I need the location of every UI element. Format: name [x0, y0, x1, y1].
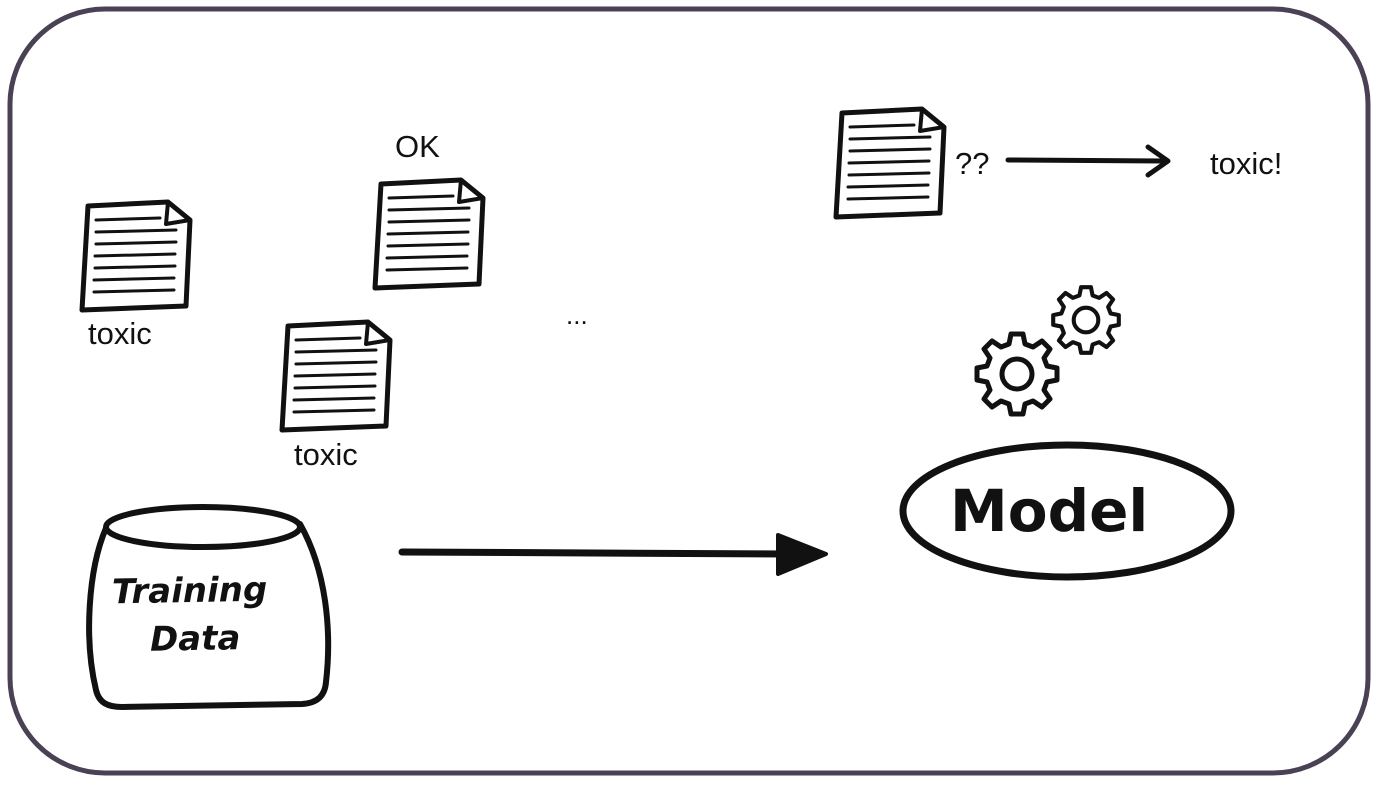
model-label: Model — [950, 477, 1149, 545]
document-icon-2 — [375, 180, 483, 288]
document-icon-3 — [282, 322, 390, 430]
database-icon — [86, 504, 332, 710]
label-unknown: ?? — [955, 146, 990, 181]
document-icon-4 — [836, 109, 944, 217]
arrow-right-icon — [1005, 144, 1171, 178]
gear-icon-large — [977, 334, 1057, 414]
label-toxic-2: toxic — [294, 437, 358, 472]
label-ellipsis: ... — [566, 300, 588, 330]
label-ok: OK — [395, 129, 440, 164]
document-icon-1 — [82, 202, 190, 310]
gear-icon-small — [1053, 287, 1119, 353]
label-toxic-1: toxic — [88, 316, 152, 351]
diagram-frame — [7, 6, 1371, 776]
training-data-label-line2: Data — [149, 618, 241, 660]
arrow-right-icon-main — [398, 533, 828, 576]
training-data-label-line1: Training — [111, 569, 268, 613]
model-oval — [899, 441, 1235, 581]
label-prediction: toxic! — [1210, 146, 1283, 181]
